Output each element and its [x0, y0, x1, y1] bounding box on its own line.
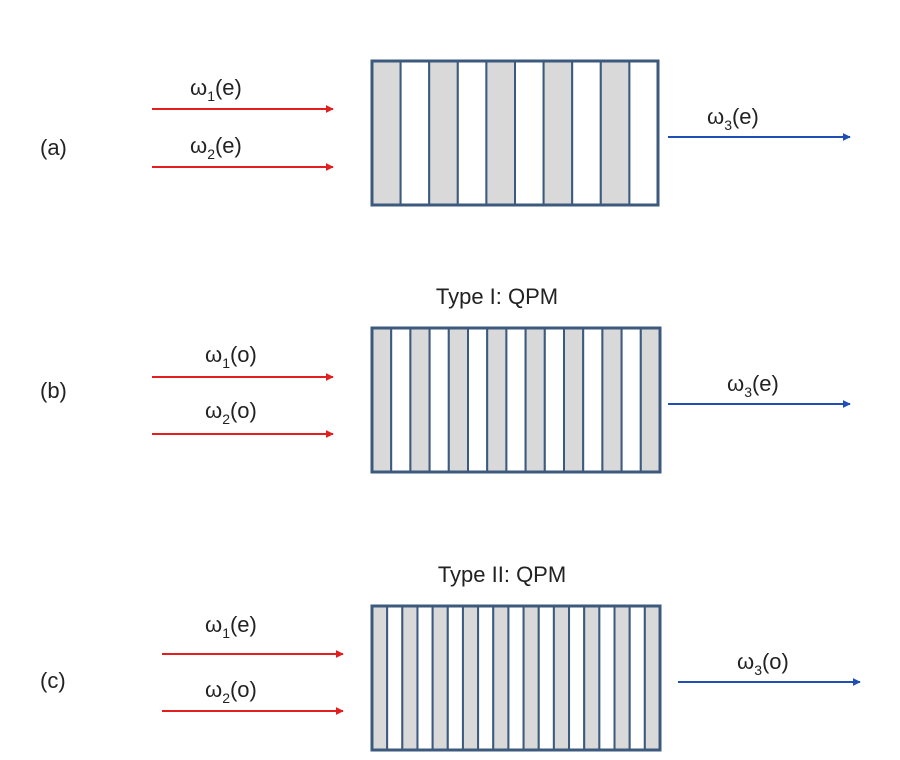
beam-label: ω2(o)	[205, 398, 257, 427]
poled-domain	[601, 327, 623, 473]
beam-label: ω2(e)	[190, 133, 242, 162]
panel-label: (b)	[40, 378, 67, 403]
crystal-periodic	[370, 326, 662, 474]
beam-label: ω1(o)	[205, 342, 257, 371]
beam-label: ω1(e)	[190, 75, 242, 104]
panel-title: Type II: QPM	[438, 562, 566, 587]
output-beam: ω3(o)	[678, 649, 861, 686]
inverted-domain	[514, 60, 545, 206]
poled-domain	[486, 327, 508, 473]
inverted-domain	[507, 605, 525, 751]
beam-label: ω3(o)	[737, 649, 789, 678]
beam-label: ω3(e)	[707, 104, 759, 133]
poled-domain	[492, 605, 510, 751]
panel-a: (a) ω1(e) ω2(e) ω3(e)	[40, 59, 851, 207]
panel-label: (a)	[40, 135, 67, 160]
poled-domain	[447, 327, 469, 473]
poled-domain	[409, 327, 431, 473]
poled-domain	[371, 327, 393, 473]
inverted-domain	[582, 327, 604, 473]
poled-domain	[371, 60, 402, 206]
input-beam-1: ω1(e)	[152, 75, 334, 113]
inverted-domain	[628, 60, 660, 206]
inverted-domain	[390, 327, 412, 473]
input-beam-2: ω2(e)	[152, 133, 334, 171]
poled-domain	[613, 605, 631, 751]
panel-b: (b) Type I: QPM ω1(o) ω2(o) ω3(e)	[40, 284, 851, 474]
poled-domain	[485, 60, 516, 206]
inverted-domain	[568, 605, 586, 751]
inverted-domain	[537, 605, 555, 751]
poled-domain	[524, 327, 546, 473]
poled-domain	[428, 60, 459, 206]
poled-domain	[371, 605, 389, 751]
inverted-domain	[446, 605, 464, 751]
poled-domain	[552, 605, 571, 751]
inverted-domain	[386, 605, 404, 751]
poled-domain	[522, 605, 540, 751]
inverted-domain	[628, 605, 646, 751]
crystal-outline	[370, 326, 662, 474]
inverted-domain	[571, 60, 602, 206]
inverted-domain	[477, 605, 495, 751]
beam-label: ω3(e)	[727, 371, 779, 400]
input-beam-1: ω1(e)	[162, 612, 344, 658]
inverted-domain	[598, 605, 616, 751]
output-beam: ω3(e)	[668, 371, 851, 408]
crystal-periodic	[370, 604, 662, 752]
output-beam: ω3(e)	[668, 104, 851, 141]
beam-label: ω2(o)	[205, 677, 257, 706]
poled-domain	[599, 60, 631, 206]
inverted-domain	[456, 60, 488, 206]
inverted-domain	[620, 327, 642, 473]
poled-domain	[643, 605, 662, 751]
poled-domain	[431, 605, 449, 751]
poled-domain	[583, 605, 601, 751]
crystal-outline	[370, 59, 660, 207]
panel-label: (c)	[40, 668, 66, 693]
crystal-periodic	[370, 59, 660, 207]
poled-domain	[563, 327, 585, 473]
input-beam-1: ω1(o)	[152, 342, 334, 381]
beam-label: ω1(e)	[205, 612, 257, 641]
inverted-domain	[543, 327, 565, 473]
inverted-domain	[399, 60, 431, 206]
inverted-domain	[416, 605, 434, 751]
poled-domain	[401, 605, 419, 751]
inverted-domain	[467, 327, 489, 473]
panel-title: Type I: QPM	[436, 284, 558, 309]
poled-domain	[639, 327, 661, 473]
input-beam-2: ω2(o)	[152, 398, 334, 438]
inverted-domain	[428, 327, 450, 473]
inverted-domain	[505, 327, 527, 473]
input-beam-2: ω2(o)	[162, 677, 344, 715]
poled-domain	[461, 605, 480, 751]
poled-domain	[542, 60, 574, 206]
crystal-outline	[370, 604, 662, 752]
panel-c: (c) Type II: QPM ω1(e) ω2(o) ω3(o)	[40, 562, 861, 752]
